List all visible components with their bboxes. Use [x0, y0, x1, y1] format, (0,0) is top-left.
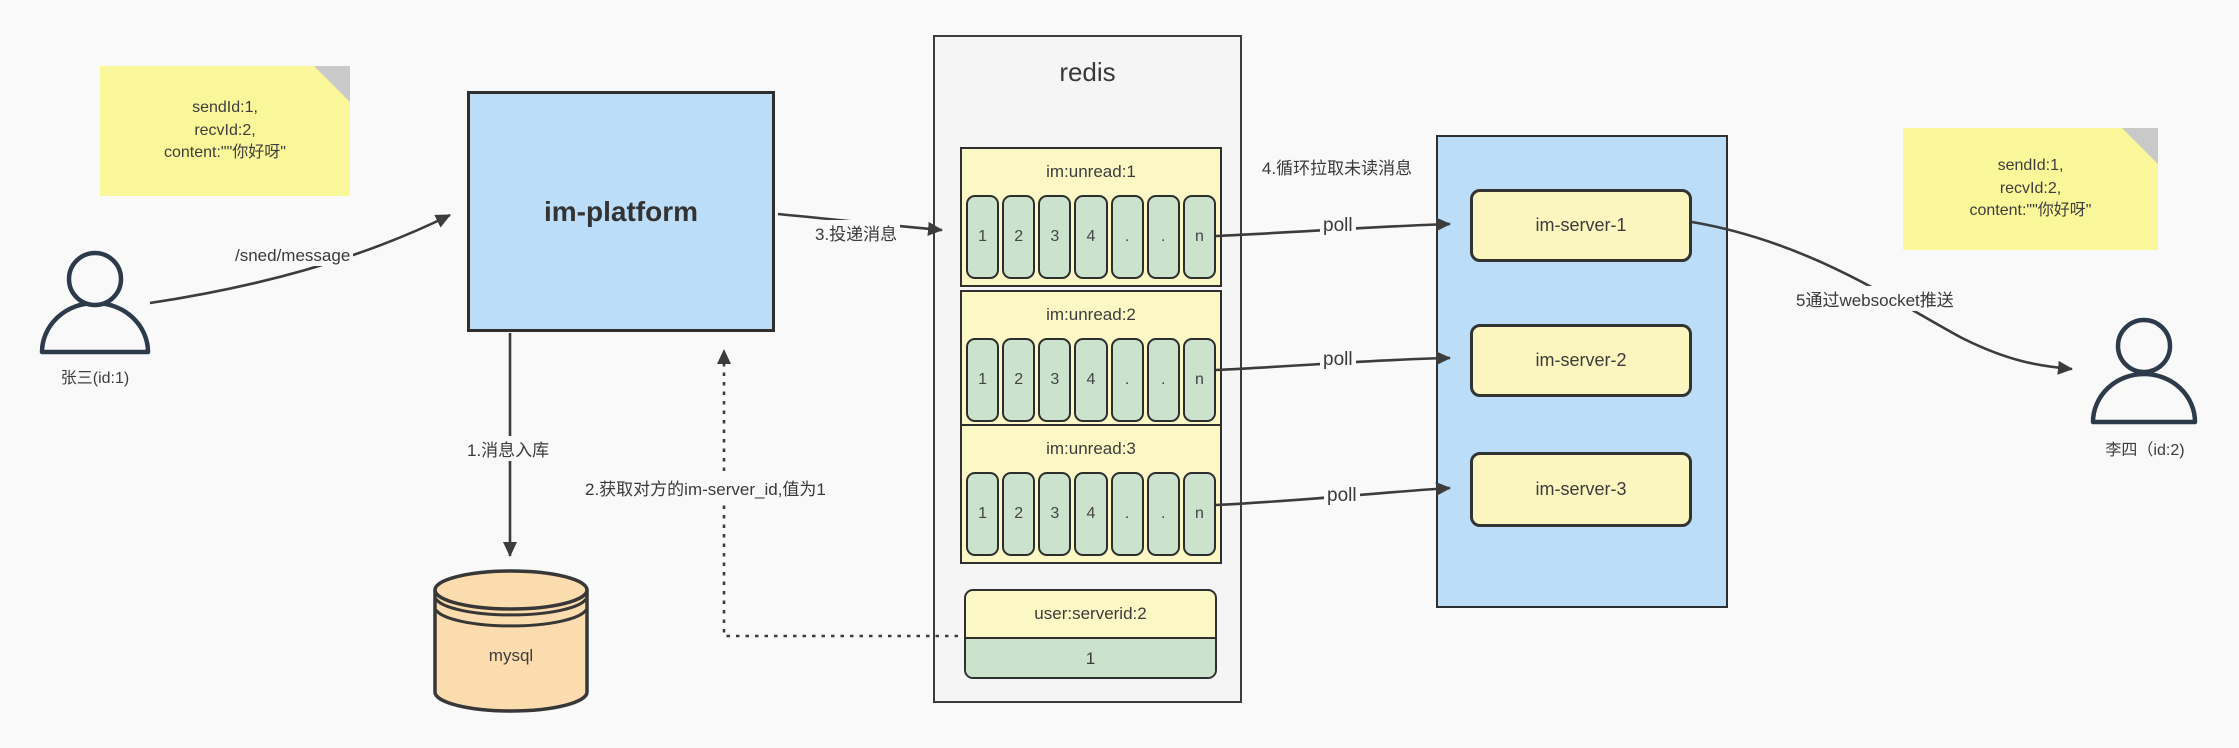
receiver-person-icon	[2090, 317, 2198, 425]
edge-label-poll-3: poll	[1324, 485, 1360, 507]
mysql-database: mysql	[433, 568, 589, 714]
sender-label: 张三(id:1)	[60, 370, 130, 387]
im-server-label: im-server-1	[1535, 215, 1627, 235]
queue-cell: 4	[1074, 472, 1108, 556]
queue-header: im:unread:3	[1046, 439, 1136, 458]
queue-cell: 2	[1002, 338, 1036, 422]
im-server-label: im-server-3	[1535, 479, 1627, 499]
note-line: sendId:1,	[1997, 157, 2064, 175]
queue-header: im:unread:1	[1046, 162, 1136, 181]
user-serverid-block: user:serverid:2 1	[964, 589, 1217, 679]
edge-label-poll-1: poll	[1320, 215, 1356, 237]
edge-label-step1: 1.消息入库	[464, 436, 553, 461]
queue-cell: 3	[1038, 195, 1072, 279]
im-server-2-box: im-server-2	[1470, 324, 1692, 397]
note-line: content:""你好呀"	[164, 144, 286, 162]
database-cylinder-icon	[433, 569, 589, 713]
queue-cell: .	[1146, 195, 1180, 279]
right-sticky-note: sendId:1, recvId:2, content:""你好呀"	[1903, 128, 2158, 250]
queue-cell: .	[1110, 472, 1144, 556]
queue-cell: .	[1146, 472, 1180, 556]
queue-cell: n	[1182, 338, 1216, 422]
queue-cell: .	[1110, 195, 1144, 279]
queue-cell: n	[1182, 472, 1216, 556]
queue-cells: 1 2 3 4 . . n	[962, 338, 1220, 422]
queue-cell: 1	[966, 472, 1000, 556]
im-platform-label: im-platform	[544, 195, 698, 227]
im-server-3-box: im-server-3	[1470, 452, 1692, 527]
edge-label-step4: 4.循环拉取未读消息	[1258, 158, 1416, 180]
note-fold-icon	[314, 66, 350, 102]
sender-person-icon	[39, 250, 151, 355]
queue-cell: 4	[1074, 338, 1108, 422]
queue-cell: 3	[1038, 472, 1072, 556]
kv-value: 1	[966, 637, 1215, 677]
im-platform-box: im-platform	[467, 91, 775, 332]
queue-cell: 1	[966, 338, 1000, 422]
queue-cell: 2	[1002, 195, 1036, 279]
im-server-1-box: im-server-1	[1470, 189, 1692, 262]
im-server-group: im-server-1 im-server-2 im-server-3	[1436, 135, 1728, 608]
receiver-label: 李四（id:2)	[2105, 442, 2185, 459]
queue-cells: 1 2 3 4 . . n	[962, 472, 1220, 556]
queue-cell: .	[1146, 338, 1180, 422]
left-sticky-note: sendId:1, recvId:2, content:""你好呀"	[100, 66, 350, 196]
edge-label-poll-2: poll	[1320, 349, 1356, 371]
kv-header: user:serverid:2	[1034, 604, 1147, 623]
edge-label-step2: 2.获取对方的im-server_id,值为1	[582, 475, 829, 500]
im-server-label: im-server-2	[1535, 350, 1627, 370]
note-fold-icon	[2122, 128, 2158, 164]
edge-label-send: /sned/message	[232, 246, 354, 266]
note-line: content:""你好呀"	[1969, 202, 2092, 220]
queue-cells: 1 2 3 4 . . n	[962, 195, 1220, 279]
redis-container: redis im:unread:1 1 2 3 4 . . n im:unrea…	[933, 35, 1242, 703]
redis-title: redis	[1059, 57, 1116, 87]
unread-queue-1: im:unread:1 1 2 3 4 . . n	[960, 147, 1222, 287]
queue-header: im:unread:2	[1046, 305, 1136, 324]
edge-label-step3: 3.投递消息	[812, 220, 901, 245]
queue-cell: 1	[966, 195, 1000, 279]
queue-cell: 2	[1002, 472, 1036, 556]
unread-queue-2: im:unread:2 1 2 3 4 . . n	[960, 290, 1222, 430]
queue-cell: n	[1182, 195, 1216, 279]
note-line: recvId:2,	[1999, 179, 2062, 197]
queue-cell: 4	[1074, 195, 1108, 279]
mysql-label: mysql	[488, 646, 534, 665]
queue-cell: .	[1110, 338, 1144, 422]
note-line: recvId:2,	[194, 121, 256, 139]
unread-queue-3: im:unread:3 1 2 3 4 . . n	[960, 424, 1222, 564]
edge-label-step5: 5通过websocket推送	[1793, 286, 1957, 311]
note-line: sendId:1,	[192, 99, 258, 117]
queue-cell: 3	[1038, 338, 1072, 422]
